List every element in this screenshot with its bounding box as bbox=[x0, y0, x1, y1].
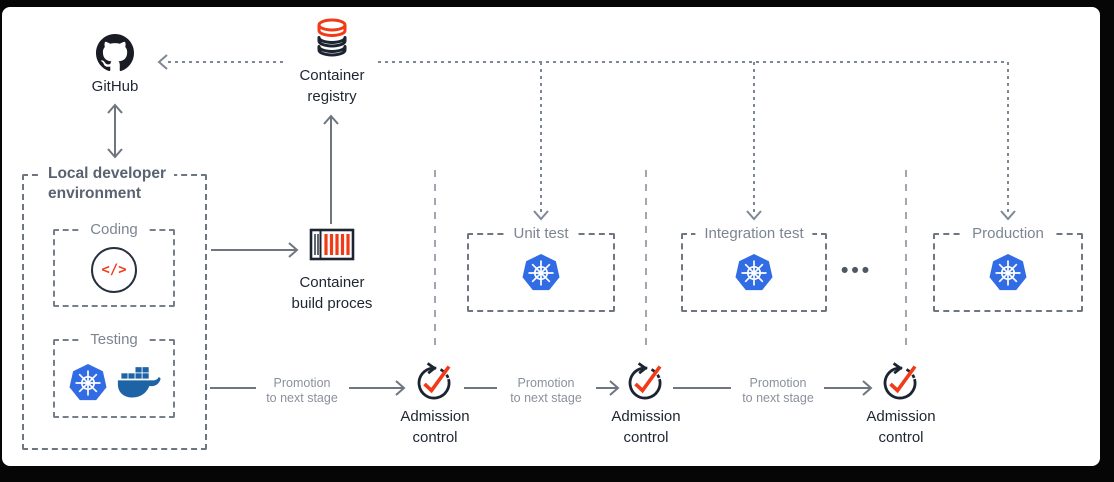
kubernetes-icon bbox=[68, 363, 108, 403]
testing-box: Testing bbox=[53, 330, 175, 418]
admission-line1: Admission bbox=[866, 408, 936, 425]
promotion-line2: to next stage bbox=[742, 391, 814, 405]
kubernetes-icon bbox=[734, 253, 774, 293]
production-label: Production bbox=[963, 224, 1053, 244]
local-developer-environment-box: Local developer environment Coding </> T… bbox=[22, 164, 207, 450]
local-env-title: Local developer environment bbox=[40, 164, 175, 204]
container-registry-icon bbox=[314, 18, 350, 58]
kubernetes-icon bbox=[521, 253, 561, 293]
promotion-line1: Promotion bbox=[517, 376, 575, 390]
github-label: GitHub bbox=[91, 78, 139, 95]
testing-label: Testing bbox=[81, 330, 147, 350]
admission-control-icon-3 bbox=[879, 359, 923, 403]
admission-line1: Admission bbox=[611, 408, 681, 425]
coding-box: Coding </> bbox=[53, 220, 175, 307]
admission-line1: Admission bbox=[400, 408, 470, 425]
docker-icon bbox=[117, 366, 161, 400]
promotion-label-3: Promotion to next stage bbox=[732, 376, 824, 406]
container-registry-label: Container registry bbox=[282, 65, 382, 107]
promotion-label-2: Promotion to next stage bbox=[500, 376, 592, 406]
container-build-label: Container build proces bbox=[277, 272, 387, 314]
integration-test-box: Integration test bbox=[681, 224, 827, 312]
promotion-line2: to next stage bbox=[266, 391, 338, 405]
unit-test-label: Unit test bbox=[504, 224, 578, 244]
container-registry-label-line1: Container bbox=[299, 67, 365, 84]
admission-line2: control bbox=[878, 429, 924, 446]
container-build-label-line1: Container bbox=[299, 274, 365, 291]
admission-control-label-3: Admission control bbox=[846, 406, 956, 448]
promotion-line1: Promotion bbox=[273, 376, 331, 390]
admission-control-label-1: Admission control bbox=[380, 406, 490, 448]
admission-control-icon-2 bbox=[624, 359, 668, 403]
promotion-line2: to next stage bbox=[510, 391, 582, 405]
code-icon: </> bbox=[91, 247, 137, 293]
kubernetes-icon bbox=[988, 253, 1028, 293]
admission-control-label-2: Admission control bbox=[591, 406, 701, 448]
unit-test-box: Unit test bbox=[467, 224, 615, 312]
admission-control-icon-1 bbox=[413, 359, 457, 403]
admission-line2: control bbox=[623, 429, 669, 446]
promotion-line1: Promotion bbox=[749, 376, 807, 390]
container-build-icon bbox=[308, 227, 356, 263]
production-box: Production bbox=[933, 224, 1083, 312]
container-registry-label-line2: registry bbox=[307, 88, 357, 105]
container-build-label-line2: build proces bbox=[291, 295, 373, 312]
coding-label: Coding bbox=[81, 220, 147, 240]
admission-line2: control bbox=[412, 429, 458, 446]
more-stages-ellipsis: ••• bbox=[841, 259, 873, 282]
github-icon bbox=[96, 34, 134, 72]
code-glyph: </> bbox=[101, 262, 127, 278]
local-env-title-line2: environment bbox=[48, 185, 142, 202]
promotion-label-1: Promotion to next stage bbox=[256, 376, 348, 406]
integration-test-label: Integration test bbox=[695, 224, 813, 244]
local-env-title-line1: Local developer bbox=[48, 165, 167, 182]
